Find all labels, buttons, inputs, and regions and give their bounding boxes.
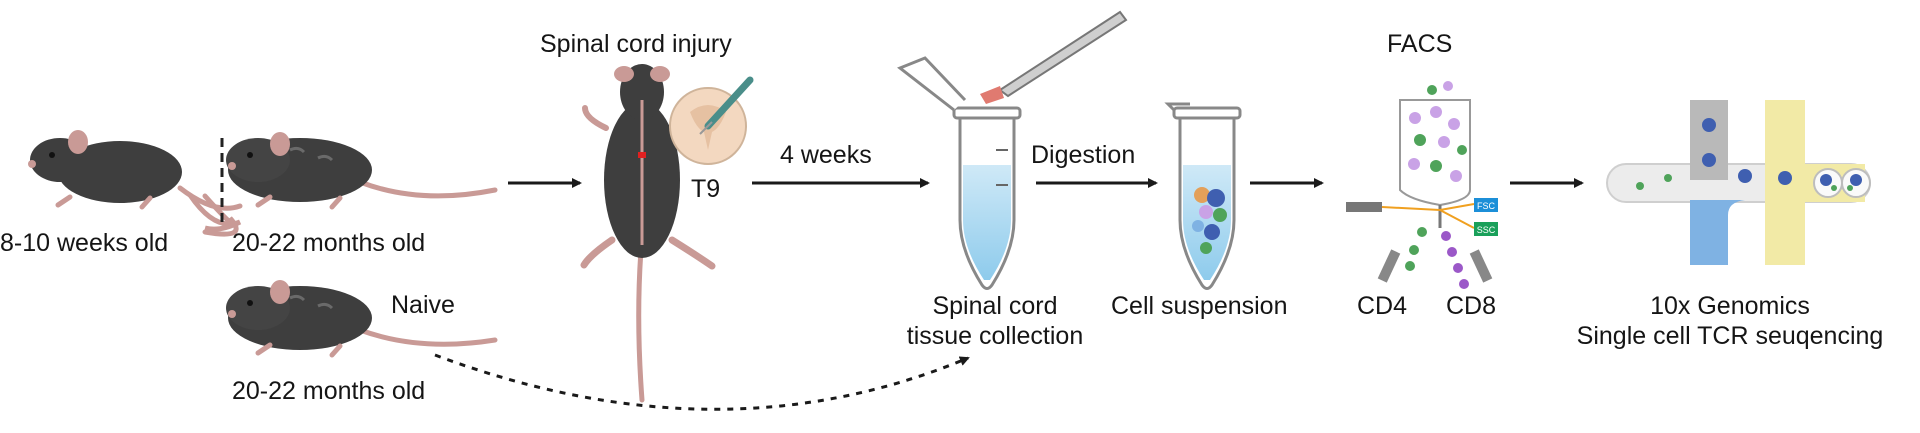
collection-label-line2: tissue collection xyxy=(906,322,1084,350)
naive-age-label: 20-22 months old xyxy=(232,377,426,405)
injury-site-mark xyxy=(638,152,646,158)
suspension-label: Cell suspension xyxy=(1111,292,1288,320)
collection-label-line1: Spinal cord xyxy=(932,292,1058,320)
sci-title: Spinal cord injury xyxy=(540,30,732,58)
forceps-icon xyxy=(980,10,1128,104)
sequencing-label-line2: Single cell TCR seuqencing xyxy=(1576,322,1884,350)
fsc-detector xyxy=(1474,198,1498,212)
collection-tube-icon xyxy=(897,56,1022,290)
sequencing-label-line1: 10x Genomics xyxy=(1650,292,1810,320)
aged-age-label: 20-22 months old xyxy=(232,229,426,257)
cell-suspension-tube-icon xyxy=(1164,102,1242,290)
naive-label: Naive xyxy=(391,291,455,319)
young-mouse-icon xyxy=(28,130,243,237)
microfluidic-chip-icon xyxy=(1606,100,1871,265)
interval-label: 4 weeks xyxy=(780,141,872,169)
young-age-label: 8-10 weeks old xyxy=(0,229,169,257)
naive-to-collection-arrow xyxy=(434,353,970,411)
aged-mouse-icon xyxy=(226,132,498,210)
spinal-cord-section-icon xyxy=(669,76,754,165)
facs-title: FACS xyxy=(1387,30,1453,58)
injured-mouse-icon xyxy=(580,64,716,403)
fsc-label: FSC xyxy=(1477,201,1496,211)
cd4-label: CD4 xyxy=(1357,292,1408,320)
t9-level-label: T9 xyxy=(691,175,721,203)
ssc-detector xyxy=(1474,222,1498,236)
naive-mouse-icon xyxy=(226,280,498,358)
facs-sorter-icon: FSC SSC xyxy=(1346,81,1498,289)
cd8-label: CD8 xyxy=(1446,292,1497,320)
ssc-label: SSC xyxy=(1477,225,1496,235)
digestion-label: Digestion xyxy=(1031,141,1136,169)
